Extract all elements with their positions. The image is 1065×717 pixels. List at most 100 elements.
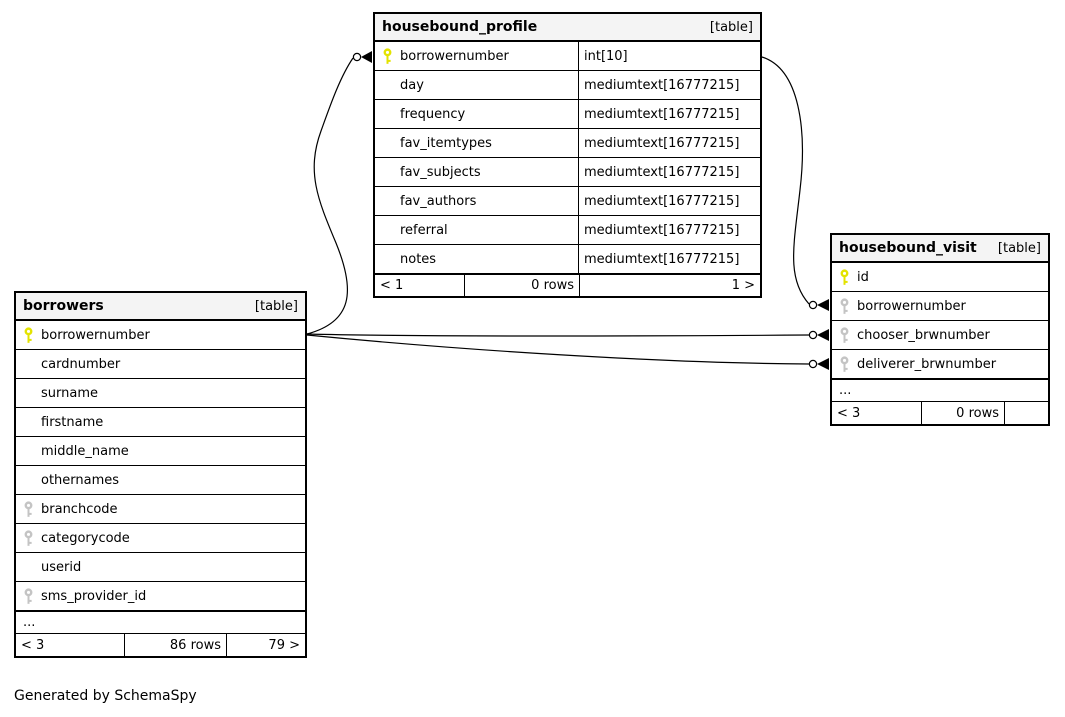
fk-arrowhead bbox=[817, 358, 829, 370]
row-count: 0 rows bbox=[922, 402, 1005, 424]
column-name: referral bbox=[400, 222, 448, 238]
column-type: int[10] bbox=[578, 42, 760, 70]
table-tag: [table] bbox=[709, 19, 753, 35]
table-footer: < 3 86 rows 79 > bbox=[16, 634, 305, 656]
table-row: othernames bbox=[16, 466, 305, 495]
generator-credit: Generated by SchemaSpy bbox=[14, 688, 197, 704]
table-row: id bbox=[832, 263, 1048, 292]
table-title: borrowers bbox=[23, 298, 104, 314]
table-header[interactable]: housebound_profile [table] bbox=[375, 14, 760, 42]
pager-prev[interactable]: < 1 bbox=[375, 275, 465, 296]
table-header[interactable]: borrowers [table] bbox=[16, 293, 305, 321]
table-row: userid bbox=[16, 553, 305, 582]
table-header[interactable]: housebound_visit [table] bbox=[832, 235, 1048, 263]
column-name: chooser_brwnumber bbox=[857, 327, 990, 343]
foreign-key-icon bbox=[23, 501, 34, 518]
table-borrowers[interactable]: borrowers [table] borrowernumber cardnum… bbox=[14, 291, 307, 658]
column-name: fav_itemtypes bbox=[400, 135, 492, 151]
column-name: fav_subjects bbox=[400, 164, 481, 180]
column-name: borrowernumber bbox=[400, 48, 509, 64]
table-row: fav_itemtypes mediumtext[16777215] bbox=[375, 129, 760, 158]
table-tag: [table] bbox=[997, 240, 1041, 256]
rel-profile-to-visit-borrowernumber bbox=[761, 56, 810, 305]
table-row: borrowernumber int[10] bbox=[375, 42, 760, 71]
row-count: 86 rows bbox=[125, 634, 227, 656]
column-name: sms_provider_id bbox=[41, 588, 147, 604]
column-type: mediumtext[16777215] bbox=[578, 158, 760, 186]
table-row: cardnumber bbox=[16, 350, 305, 379]
table-row: frequency mediumtext[16777215] bbox=[375, 100, 760, 129]
column-name: othernames bbox=[41, 472, 120, 488]
fk-arrowhead bbox=[817, 299, 829, 311]
column-name: categorycode bbox=[41, 530, 130, 546]
table-housebound-profile[interactable]: housebound_profile [table] borrowernumbe… bbox=[373, 12, 762, 298]
column-name: id bbox=[857, 269, 869, 285]
pager-prev[interactable]: < 3 bbox=[832, 402, 922, 424]
rel-borrowers-to-visit-chooser bbox=[306, 333, 810, 337]
column-name: deliverer_brwnumber bbox=[857, 356, 997, 372]
pager-next[interactable]: 79 > bbox=[268, 637, 300, 653]
table-row: firstname bbox=[16, 408, 305, 437]
column-name: middle_name bbox=[41, 443, 129, 459]
table-row: fav_subjects mediumtext[16777215] bbox=[375, 158, 760, 187]
table-row: branchcode bbox=[16, 495, 305, 524]
rel-borrowers-to-profile bbox=[306, 57, 354, 335]
column-name: fav_authors bbox=[400, 193, 477, 209]
table-row: middle_name bbox=[16, 437, 305, 466]
column-name: notes bbox=[400, 251, 437, 267]
column-name: firstname bbox=[41, 414, 104, 430]
table-footer: < 3 0 rows bbox=[832, 402, 1048, 424]
fk-endpoint-circle bbox=[808, 300, 818, 310]
fk-arrowhead bbox=[361, 51, 372, 63]
foreign-key-icon bbox=[839, 356, 850, 373]
table-row: surname bbox=[16, 379, 305, 408]
column-type: mediumtext[16777215] bbox=[578, 100, 760, 128]
table-footer: < 1 0 rows 1 > bbox=[375, 274, 760, 296]
pager-next[interactable] bbox=[1005, 402, 1048, 424]
column-type: mediumtext[16777215] bbox=[578, 129, 760, 157]
table-row: borrowernumber bbox=[832, 292, 1048, 321]
ellipsis-row: ... bbox=[832, 379, 1048, 402]
table-row: borrowernumber bbox=[16, 321, 305, 350]
table-housebound-visit[interactable]: housebound_visit [table] id borrowernumb… bbox=[830, 233, 1050, 426]
table-row: chooser_brwnumber bbox=[832, 321, 1048, 350]
column-name: surname bbox=[41, 385, 98, 401]
fk-arrowhead bbox=[817, 329, 829, 341]
primary-key-icon bbox=[839, 269, 850, 286]
fk-endpoint-circle bbox=[808, 330, 818, 340]
table-row: notes mediumtext[16777215] bbox=[375, 245, 760, 274]
table-row: categorycode bbox=[16, 524, 305, 553]
column-name: frequency bbox=[400, 106, 466, 122]
table-tag: [table] bbox=[254, 298, 298, 314]
fk-endpoint-circle bbox=[808, 359, 818, 369]
table-row: deliverer_brwnumber bbox=[832, 350, 1048, 379]
table-row: day mediumtext[16777215] bbox=[375, 71, 760, 100]
table-row: sms_provider_id bbox=[16, 582, 305, 611]
ellipsis-row: ... bbox=[16, 611, 305, 634]
column-type: mediumtext[16777215] bbox=[578, 216, 760, 244]
foreign-key-icon bbox=[839, 298, 850, 315]
column-type: mediumtext[16777215] bbox=[578, 71, 760, 99]
column-name: cardnumber bbox=[41, 356, 121, 372]
column-name: borrowernumber bbox=[857, 298, 966, 314]
column-type: mediumtext[16777215] bbox=[578, 187, 760, 215]
foreign-key-icon bbox=[23, 588, 34, 605]
primary-key-icon bbox=[23, 327, 34, 344]
table-row: referral mediumtext[16777215] bbox=[375, 216, 760, 245]
rel-borrowers-to-visit-deliverer bbox=[306, 334, 810, 365]
row-count: 0 rows bbox=[465, 275, 580, 296]
foreign-key-icon bbox=[23, 530, 34, 547]
column-name: branchcode bbox=[41, 501, 118, 517]
foreign-key-icon bbox=[839, 327, 850, 344]
column-name: userid bbox=[41, 559, 82, 575]
fk-endpoint-circle bbox=[352, 52, 362, 62]
primary-key-icon bbox=[382, 48, 393, 65]
table-title: housebound_profile bbox=[382, 19, 538, 35]
column-type: mediumtext[16777215] bbox=[578, 245, 760, 273]
pager-prev[interactable]: < 3 bbox=[16, 634, 125, 656]
pager-next[interactable]: 1 > bbox=[731, 278, 755, 293]
column-name: borrowernumber bbox=[41, 327, 150, 343]
column-name: day bbox=[400, 77, 424, 93]
